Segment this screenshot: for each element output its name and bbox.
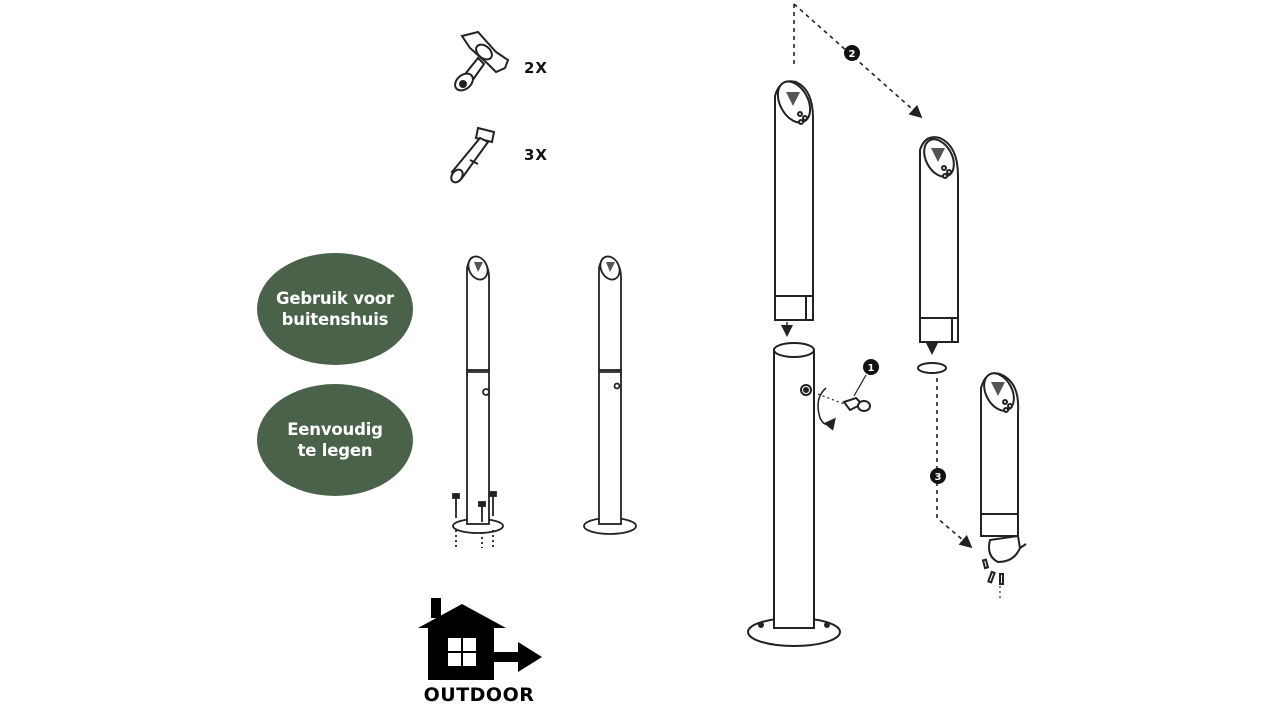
step-badge-3: 3: [930, 468, 946, 484]
key-quantity-label: 2X: [524, 59, 549, 77]
outdoor-label: OUTDOOR: [423, 684, 535, 706]
bolt-quantity-label: 3X: [524, 146, 549, 164]
step-number-3: 3: [935, 472, 942, 483]
step-number-2: 2: [849, 49, 856, 60]
bollard-insert-removed-icon: [917, 136, 959, 374]
step-3-arrow: [936, 378, 973, 549]
step-badge-2: 2: [844, 45, 860, 61]
step-number-1: 1: [868, 363, 875, 374]
bolt-part-icon: [450, 126, 496, 184]
badge-outdoor-use: Gebruik voor buitenshuis: [257, 253, 413, 365]
badge-easy-empty: Eenvoudig te legen: [257, 384, 413, 496]
bollard-emptying-icon: [980, 372, 1027, 598]
bollard-top-section-icon: [774, 80, 815, 337]
key-part-icon: [454, 30, 510, 92]
bollard-assembled-icon: [583, 255, 637, 535]
step-2-arrow: [793, 3, 923, 119]
step-badge-1: 1: [853, 359, 879, 397]
bollard-base-post-icon: [747, 342, 871, 647]
outdoor-house-icon: [418, 598, 542, 680]
bollard-bolted-icon: [452, 255, 504, 548]
